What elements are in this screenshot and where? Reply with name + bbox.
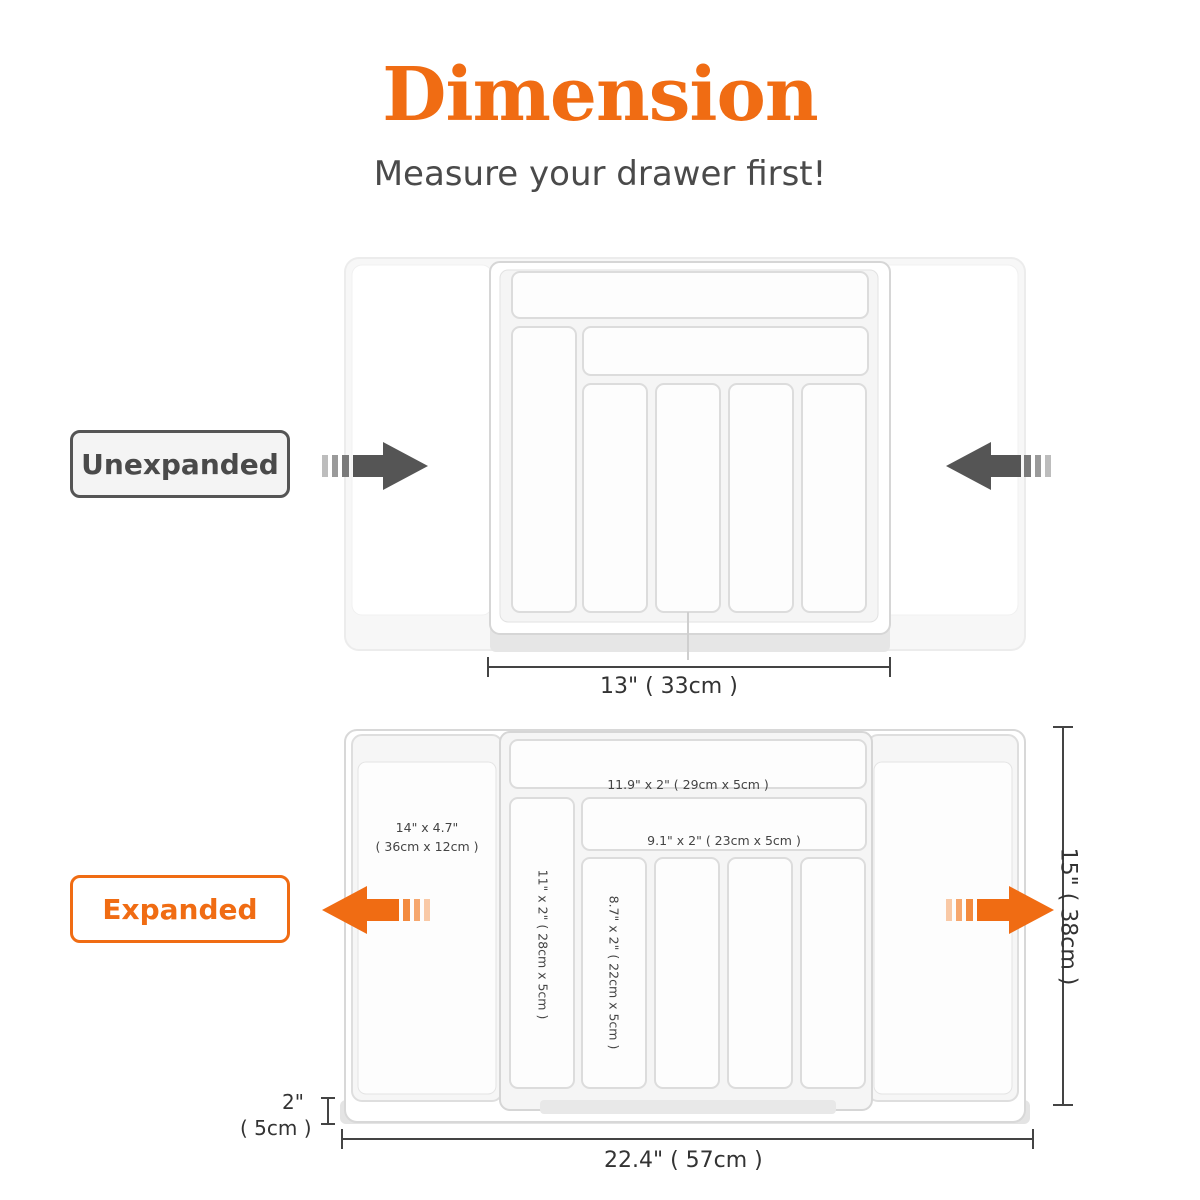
expanded-badge: Expanded (70, 875, 290, 943)
expanded-depth-label: 15" ( 38cm ) (1055, 847, 1081, 986)
expanded-width-line (341, 1129, 1034, 1149)
left-tall-slot-size: 11" x 2" ( 28cm x 5cm ) (535, 869, 551, 1020)
unexpanded-width-line (487, 657, 891, 677)
side-compartment-size-line2: ( 36cm x 12cm ) (375, 839, 479, 854)
unexpanded-width-label: 13" ( 33cm ) (600, 674, 738, 699)
arrow-outward-icon (322, 886, 1054, 934)
page-subtitle: Measure your drawer first! (373, 154, 827, 194)
arrow-inward-icon (322, 442, 1051, 490)
expanded-tray (340, 729, 1030, 1124)
page-title: Dimension (382, 52, 818, 138)
height-inch-label: 2" (282, 1090, 304, 1114)
unexpanded-badge: Unexpanded (70, 430, 290, 498)
expanded-width-label: 22.4" ( 57cm ) (604, 1148, 763, 1173)
side-compartment-size-line1: 14" x 4.7" (395, 820, 459, 835)
height-cm-label: ( 5cm ) (240, 1116, 312, 1140)
top-slot-size: 11.9" x 2" ( 29cm x 5cm ) (607, 777, 769, 792)
unexpanded-tray (344, 257, 1026, 660)
second-slot-size: 9.1" x 2" ( 23cm x 5cm ) (647, 833, 801, 848)
height-marker (321, 1097, 335, 1125)
small-slot-size: 8.7" x 2" ( 22cm x 5cm ) (606, 895, 622, 1050)
expanded-depth-line (1053, 726, 1073, 1106)
